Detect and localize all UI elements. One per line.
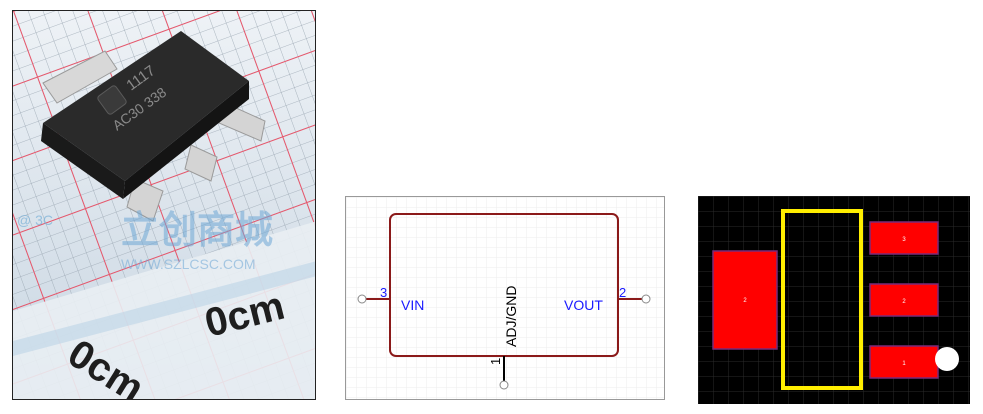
watermark-url: WWW.SZLCSC.COM: [121, 256, 256, 272]
pad-2-label: 2: [902, 299, 906, 305]
pin-2-endpoint: [641, 294, 651, 304]
pin-3-number: 3: [380, 285, 387, 300]
pcb-footprint: 2 3 2 1: [698, 196, 970, 404]
silkscreen-outline: [781, 209, 863, 390]
symbol-drawing: 3 VIN 2 VOUT 1 ADJ/GND: [346, 197, 664, 399]
pin-1-number: 1: [488, 358, 503, 365]
photo-illustration: 1117 AC30 338 @ 3C 立创商城 WWW.SZLCSC.COM 0…: [13, 11, 315, 399]
watermark-text: 立创商城: [121, 210, 273, 252]
chip-body: [41, 31, 249, 199]
schematic-symbol: 3 VIN 2 VOUT 1 ADJ/GND: [345, 196, 665, 400]
pad-1: [869, 345, 939, 379]
pin-1-endpoint: [499, 380, 509, 390]
pad-1-label: 1: [902, 361, 906, 367]
pad-tab-label: 2: [743, 298, 747, 304]
pad-3-label: 3: [902, 237, 906, 243]
pad-3: [869, 221, 939, 255]
watermark-badge: @ 3C: [17, 212, 53, 228]
pin-1-name: ADJ/GND: [503, 286, 519, 347]
pin1-marker-dot: [935, 347, 959, 371]
component-photo: 1117 AC30 338 @ 3C 立创商城 WWW.SZLCSC.COM 0…: [12, 10, 316, 400]
pin-3-endpoint: [357, 294, 367, 304]
pin-2-number: 2: [619, 285, 626, 300]
pad-tab: [712, 250, 778, 350]
pin-2-name: VOUT: [564, 297, 603, 313]
pin-3-name: VIN: [401, 297, 424, 313]
footprint-drawing: 2 3 2 1: [698, 196, 970, 404]
pad-2: [869, 283, 939, 317]
